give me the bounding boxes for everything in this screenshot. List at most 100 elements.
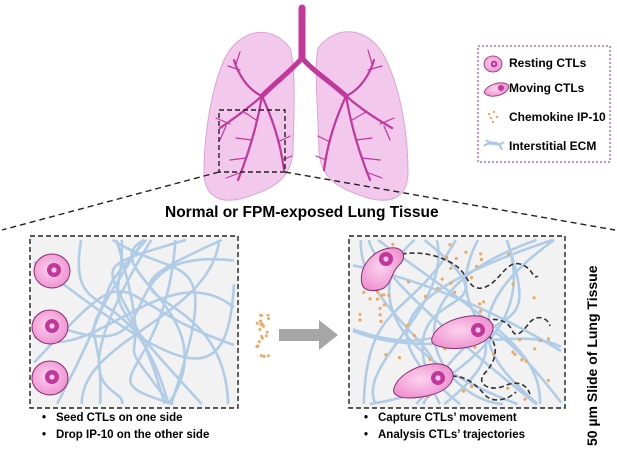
chemokine-dot	[358, 312, 362, 316]
legend-resting-cell-icon	[483, 55, 503, 73]
chemokine-dot	[256, 344, 260, 348]
chemokine-dot	[428, 357, 432, 361]
chemokine-dot	[378, 313, 382, 317]
ecm-fiber	[367, 239, 538, 406]
legend-ecm-label: Interstitial ECM	[509, 139, 597, 153]
chemokine-dot	[478, 302, 482, 306]
chemokine-dot	[260, 336, 264, 340]
chemokine-dot	[266, 354, 270, 358]
chemokine-dot	[511, 282, 515, 286]
chemokine-dot	[391, 242, 395, 247]
chemokine-dot	[533, 347, 537, 351]
chemokine-dot	[506, 386, 510, 390]
zoom-line-right	[284, 171, 616, 231]
ip10-drop	[255, 313, 271, 358]
side-label: 50 µm Slide of Lung Tissue	[584, 265, 600, 446]
left-bronchus	[259, 55, 305, 99]
chemokine-dot	[448, 243, 452, 247]
chemokine-dot	[464, 250, 468, 254]
chemokine-dot	[479, 309, 483, 313]
chemokine-dot	[259, 319, 262, 323]
zoom-region-box	[218, 109, 286, 173]
chemokine-dot	[258, 328, 262, 331]
chemokine-dot	[511, 350, 515, 354]
chemokine-dot	[262, 324, 265, 328]
chemokine-dot	[384, 353, 388, 357]
ecm-fibers-left	[33, 238, 236, 406]
chemokine-dot	[449, 281, 453, 285]
ecm-fiber	[77, 239, 170, 405]
chemokine-dot	[440, 277, 444, 281]
chemokine-dot	[546, 337, 551, 341]
right-panel	[348, 235, 566, 409]
chemokine-dot	[407, 280, 411, 284]
chemokine-dot	[368, 297, 372, 301]
moving-cell	[393, 363, 454, 399]
resting-cell	[31, 309, 69, 345]
right-bronchus	[299, 55, 349, 99]
chemokine-dot	[538, 339, 543, 343]
trajectory-1	[385, 252, 539, 289]
ecm-fiber	[421, 238, 467, 405]
chemokine-dot	[255, 321, 259, 325]
trajectory-2	[477, 316, 551, 335]
ecm-fiber	[97, 239, 153, 405]
legend-ecm-icon	[483, 139, 505, 151]
ecm-fiber	[112, 238, 197, 405]
ecm-fiber	[115, 239, 172, 405]
chemokine-dot	[453, 290, 457, 294]
left-panel	[29, 235, 239, 409]
chemokine-dot	[259, 354, 263, 358]
chemokine-dot	[546, 378, 550, 382]
legend-moving-label: Moving CTLs	[509, 81, 585, 95]
airway-tree	[215, 4, 395, 182]
figure-title: Normal or FPM-exposed Lung Tissue	[165, 204, 439, 221]
chemokine-dot	[436, 286, 440, 290]
chemokine-dot	[358, 318, 362, 322]
zoom-line-left	[1, 171, 220, 231]
legend-resting-label: Resting CTLs	[509, 56, 587, 70]
chemokine-dot	[412, 333, 416, 337]
chemokine-dot	[380, 293, 384, 297]
ecm-fiber	[33, 260, 236, 360]
chemokine-dot	[449, 266, 453, 270]
right-bullet-1: Capture CTLs’ movement	[364, 412, 517, 424]
chemokine-dot	[423, 294, 427, 298]
right-bullet-2: Analysis CTLs’ trajectories	[364, 429, 525, 441]
ecm-fiber	[129, 239, 177, 406]
chemokine-dot	[473, 345, 477, 349]
chemokine-dot	[397, 356, 402, 360]
legend-chemokine-label: Chemokine IP-10	[509, 110, 606, 124]
chemokine-dot	[262, 354, 266, 358]
ecm-fiber	[33, 289, 235, 364]
ecm-fiber	[80, 239, 221, 405]
left-bullet-2: Drop IP-10 on the other side	[42, 429, 209, 441]
right-lung	[315, 31, 409, 201]
chemokine-dot	[444, 255, 449, 259]
chemokine-dot	[470, 384, 474, 389]
ecm-fiber	[111, 238, 187, 405]
chemokine-dot	[520, 358, 524, 362]
chemokine-dot	[475, 264, 479, 268]
chemokine-dot	[513, 352, 517, 356]
resting-cell	[31, 360, 69, 396]
legend-chemokine-icon	[487, 110, 499, 124]
chemokine-dot	[479, 257, 483, 262]
chemokine-dot	[532, 296, 536, 300]
chemokine-dot	[506, 252, 510, 256]
chemokine-dot	[470, 276, 474, 280]
moving-cell	[431, 315, 494, 349]
chemokine-dot	[479, 252, 483, 256]
chemokine-dot	[266, 313, 270, 317]
chemokine-dot	[524, 359, 528, 363]
moving-cell	[360, 247, 405, 292]
chemokine-dot	[375, 297, 380, 301]
chemokine-dot	[257, 340, 261, 344]
lung-illustration	[203, 4, 409, 201]
legend	[477, 45, 611, 163]
ecm-fiber	[377, 238, 542, 405]
chemokine-dot	[406, 323, 410, 327]
chemokine-dot	[265, 330, 269, 334]
chemokine-dot	[523, 397, 527, 401]
